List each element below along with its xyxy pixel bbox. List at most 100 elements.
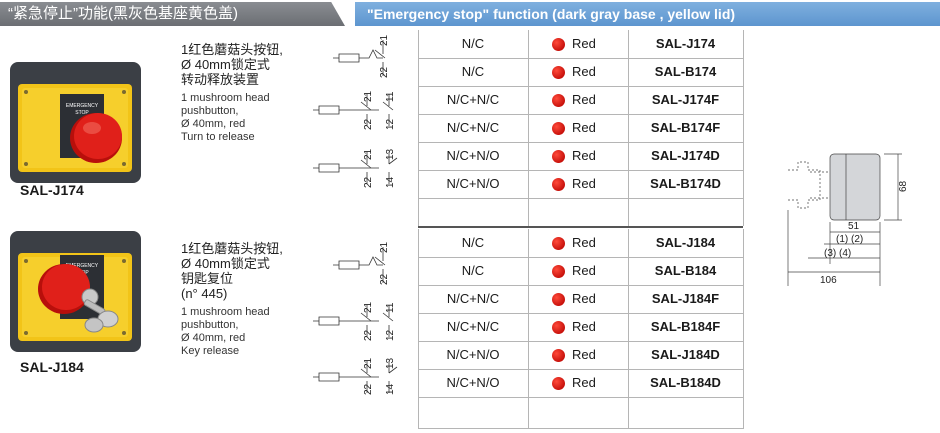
terminal-label: 22	[379, 273, 390, 285]
table-border	[743, 30, 744, 226]
color-name: Red	[572, 92, 596, 107]
color-name: Red	[572, 319, 596, 334]
red-color-dot	[552, 94, 565, 107]
description-en-line2: pushbutton,	[181, 105, 239, 117]
red-color-dot	[552, 178, 565, 191]
description-en-line4: Key release	[181, 345, 240, 357]
product-code: SAL-B174F	[650, 120, 721, 135]
contact-type: N/C+N/O	[446, 176, 500, 191]
terminal-label: 12	[385, 329, 396, 341]
contact-type: N/C+N/C	[446, 319, 500, 334]
product-code: SAL-B184D	[650, 375, 721, 390]
contact-diagrams-j184: 21 22 21 22 11 12 21 22 13 14	[313, 241, 398, 395]
table-row: N/C Red SAL-B174	[418, 58, 743, 87]
description-zh-line1: 1红色蘑菇头按钮,	[181, 42, 283, 57]
terminal-label: 22	[363, 118, 374, 130]
contact-type: N/C	[461, 36, 485, 51]
red-color-dot	[552, 321, 565, 334]
table-border	[418, 30, 419, 226]
terminal-label: 13	[385, 357, 396, 369]
description-en-line3: Ø 40mm, red	[181, 118, 246, 130]
description-zh-line4: (n° 445)	[181, 286, 228, 301]
product-code: SAL-J184D	[651, 347, 720, 362]
red-color-dot	[552, 150, 565, 163]
color-name: Red	[572, 64, 596, 79]
product-code: SAL-B174	[654, 64, 717, 79]
terminal-label: 12	[385, 118, 396, 130]
table-row: N/C+N/O Red SAL-B184D	[418, 369, 743, 398]
color-name: Red	[572, 263, 596, 278]
terminal-label: 21	[363, 90, 374, 102]
product-code: SAL-J184F	[651, 291, 720, 306]
product-image-j174: EMERGENCY STOP	[10, 62, 141, 183]
red-color-dot	[552, 122, 565, 135]
terminal-label: 21	[363, 148, 374, 160]
terminal-label: 11	[385, 302, 396, 313]
terminal-label: 22	[379, 66, 390, 78]
description-zh-line2: Ø 40mm锁定式	[181, 57, 270, 72]
table-row: N/C+N/C Red SAL-B174F	[418, 114, 743, 143]
model-label: SAL-J174	[20, 182, 84, 198]
dimension-total: 106	[820, 275, 837, 286]
contact-type: N/C+N/O	[446, 347, 500, 362]
contact-type: N/C+N/C	[446, 120, 500, 135]
terminal-label: 14	[385, 176, 396, 188]
red-color-dot	[552, 293, 565, 306]
color-name: Red	[572, 375, 596, 390]
table-row: N/C Red SAL-B184	[418, 257, 743, 286]
table-border	[528, 229, 529, 429]
terminal-label: 13	[385, 148, 396, 160]
contact-type: N/C	[461, 235, 485, 250]
description-en-line3: Ø 40mm, red	[181, 332, 246, 344]
box-label-line2: STOP	[75, 110, 89, 116]
contact-type: N/C+N/C	[446, 92, 500, 107]
table-row: N/C+N/C Red SAL-J184F	[418, 285, 743, 314]
table-row: N/C+N/C Red SAL-J174F	[418, 86, 743, 115]
table-row: N/C+N/C Red SAL-B184F	[418, 313, 743, 342]
contact-type: N/C+N/O	[446, 148, 500, 163]
table-row: N/C Red SAL-J174	[418, 30, 743, 59]
block-separator	[418, 226, 743, 228]
color-name: Red	[572, 120, 596, 135]
product-code: SAL-J174F	[651, 92, 720, 107]
dimension-drawing: 68 51 (1) (2) (3) (4) 106	[787, 153, 909, 286]
color-name: Red	[572, 176, 596, 191]
description-en-line4: Turn to release	[181, 131, 255, 143]
dimension-labels-12: (1) (2)	[836, 234, 863, 245]
color-name: Red	[572, 148, 596, 163]
terminal-label: 22	[363, 383, 374, 395]
table-border	[528, 30, 529, 226]
box-label-line1: EMERGENCY	[66, 103, 99, 109]
description-zh-line2: Ø 40mm锁定式	[181, 256, 270, 271]
table-border	[743, 229, 744, 429]
box-label-line1: EMERGENCY	[66, 263, 99, 269]
product-code: SAL-B174D	[650, 176, 721, 191]
terminal-label: 14	[385, 383, 396, 395]
red-color-dot	[552, 377, 565, 390]
table-border	[418, 229, 419, 429]
section-header-english: "Emergency stop" function (dark gray bas…	[355, 2, 940, 26]
description-zh-line1: 1红色蘑菇头按钮,	[181, 241, 283, 256]
description-en-line2: pushbutton,	[181, 319, 239, 331]
product-code: SAL-J184	[655, 235, 716, 250]
red-color-dot	[552, 237, 565, 250]
table-border	[628, 229, 629, 429]
table-border	[628, 30, 629, 226]
product-code: SAL-B184F	[650, 319, 721, 334]
product-code: SAL-J174	[655, 36, 716, 51]
description-en-line1: 1 mushroom head	[181, 92, 270, 104]
description-zh-line3: 钥匙复位	[181, 271, 234, 286]
description-zh-line3: 转动释放装置	[181, 72, 260, 87]
model-label: SAL-J184	[20, 359, 84, 375]
color-name: Red	[572, 235, 596, 250]
section-header-chinese: “紧急停止”功能(黑灰色基座黄色盖)	[0, 2, 345, 26]
color-name: Red	[572, 291, 596, 306]
contact-type: N/C+N/O	[446, 375, 500, 390]
terminal-label: 21	[363, 301, 374, 313]
terminal-label: 22	[363, 176, 374, 188]
table-border	[418, 428, 743, 429]
table-row: N/C+N/O Red SAL-J174D	[418, 142, 743, 171]
product-code: SAL-B184	[654, 263, 717, 278]
red-color-dot	[552, 38, 565, 51]
table-row: N/C+N/O Red SAL-B174D	[418, 170, 743, 199]
